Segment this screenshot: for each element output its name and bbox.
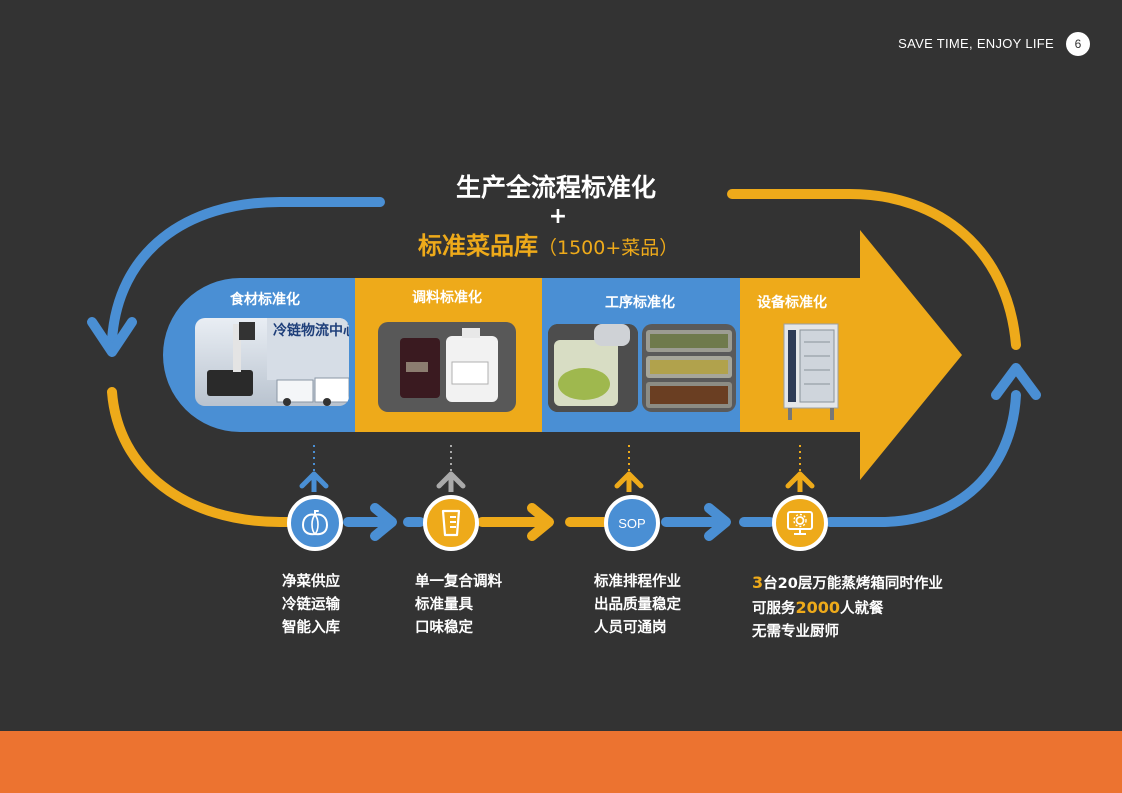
step-4-line-2-post: 人就餐 <box>840 601 884 617</box>
step-2-line-1: 单一复合调料 <box>415 574 502 590</box>
step-4-line-2: 可服务2000人就餐 <box>752 596 943 621</box>
subtitle-main: 标准菜品库 <box>418 232 538 260</box>
serve-count: 2000 <box>795 598 841 617</box>
cold-chain-sign: 冷链物流中心 <box>273 323 349 339</box>
main-title: 生产全流程标准化 <box>455 173 656 202</box>
step-4-line-1: 3台20层万能蒸烤箱同时作业 <box>752 571 943 596</box>
loop-arc-bottom-left <box>107 387 295 527</box>
step-desc-2: 单一复合调料 标准量具 口味稳定 <box>415 571 502 640</box>
monitor-gear-icon <box>787 511 813 535</box>
step-4-line-3: 无需专业厨师 <box>752 624 839 640</box>
photo-trays <box>642 324 736 412</box>
photo-food-bag <box>548 324 638 412</box>
step-3-line-2: 出品质量稳定 <box>594 597 681 613</box>
step-1-line-1: 净菜供应 <box>282 574 340 590</box>
page-number: 6 <box>1066 32 1090 56</box>
uplink-2 <box>436 445 466 492</box>
photo-seasoning <box>378 322 516 412</box>
uplink-1 <box>299 445 329 492</box>
stage-label-seasoning: 调料标准化 <box>412 290 482 306</box>
photo-steam-oven <box>780 322 842 422</box>
loop-arc-bottom-right <box>825 390 1021 527</box>
uplink-4 <box>785 445 815 492</box>
step-circle-3: SOP <box>604 495 660 551</box>
step-3-line-3: 人员可通岗 <box>594 620 667 636</box>
subtitle: 标准菜品库（1500+菜品） <box>418 226 678 261</box>
uplink-3 <box>614 445 644 492</box>
stage-label-process: 工序标准化 <box>605 295 675 311</box>
step-1-line-3: 智能入库 <box>282 620 340 636</box>
step-desc-1: 净菜供应 冷链运输 智能入库 <box>282 571 340 640</box>
footer-bar <box>0 731 1122 793</box>
loop-arc-top-right <box>727 189 1021 350</box>
step-circle-2 <box>423 495 479 551</box>
plus-sign: + <box>548 204 568 229</box>
photo-cold-chain: 冷链物流中心 <box>195 318 349 406</box>
sop-icon: SOP <box>618 515 646 531</box>
step-3-line-1: 标准排程作业 <box>594 574 681 590</box>
oven-count: 3 <box>752 573 764 592</box>
loop-arrowhead-left <box>87 317 137 357</box>
step-circle-1 <box>287 495 343 551</box>
pumpkin-icon <box>301 510 329 536</box>
step-circle-4 <box>772 495 828 551</box>
loop-arrowhead-right <box>991 363 1041 400</box>
stage-label-equipment: 设备标准化 <box>757 295 827 311</box>
step-4-line-2-pre: 可服务 <box>752 601 796 617</box>
measuring-cup-icon <box>441 509 461 537</box>
step-1-line-2: 冷链运输 <box>282 597 340 613</box>
stage-label-ingredients: 食材标准化 <box>230 292 300 308</box>
step-2-line-3: 口味稳定 <box>415 620 473 636</box>
header-tagline: SAVE TIME, ENJOY LIFE <box>898 36 1054 51</box>
step-desc-4: 3台20层万能蒸烤箱同时作业 可服务2000人就餐 无需专业厨师 <box>752 571 943 644</box>
subtitle-count: （1500+菜品） <box>538 237 679 259</box>
step-2-line-2: 标准量具 <box>415 597 473 613</box>
step-desc-3: 标准排程作业 出品质量稳定 人员可通岗 <box>594 571 681 640</box>
loop-arc-top-left <box>107 197 385 345</box>
step-4-line-1-text: 台20层万能蒸烤箱同时作业 <box>763 576 943 592</box>
